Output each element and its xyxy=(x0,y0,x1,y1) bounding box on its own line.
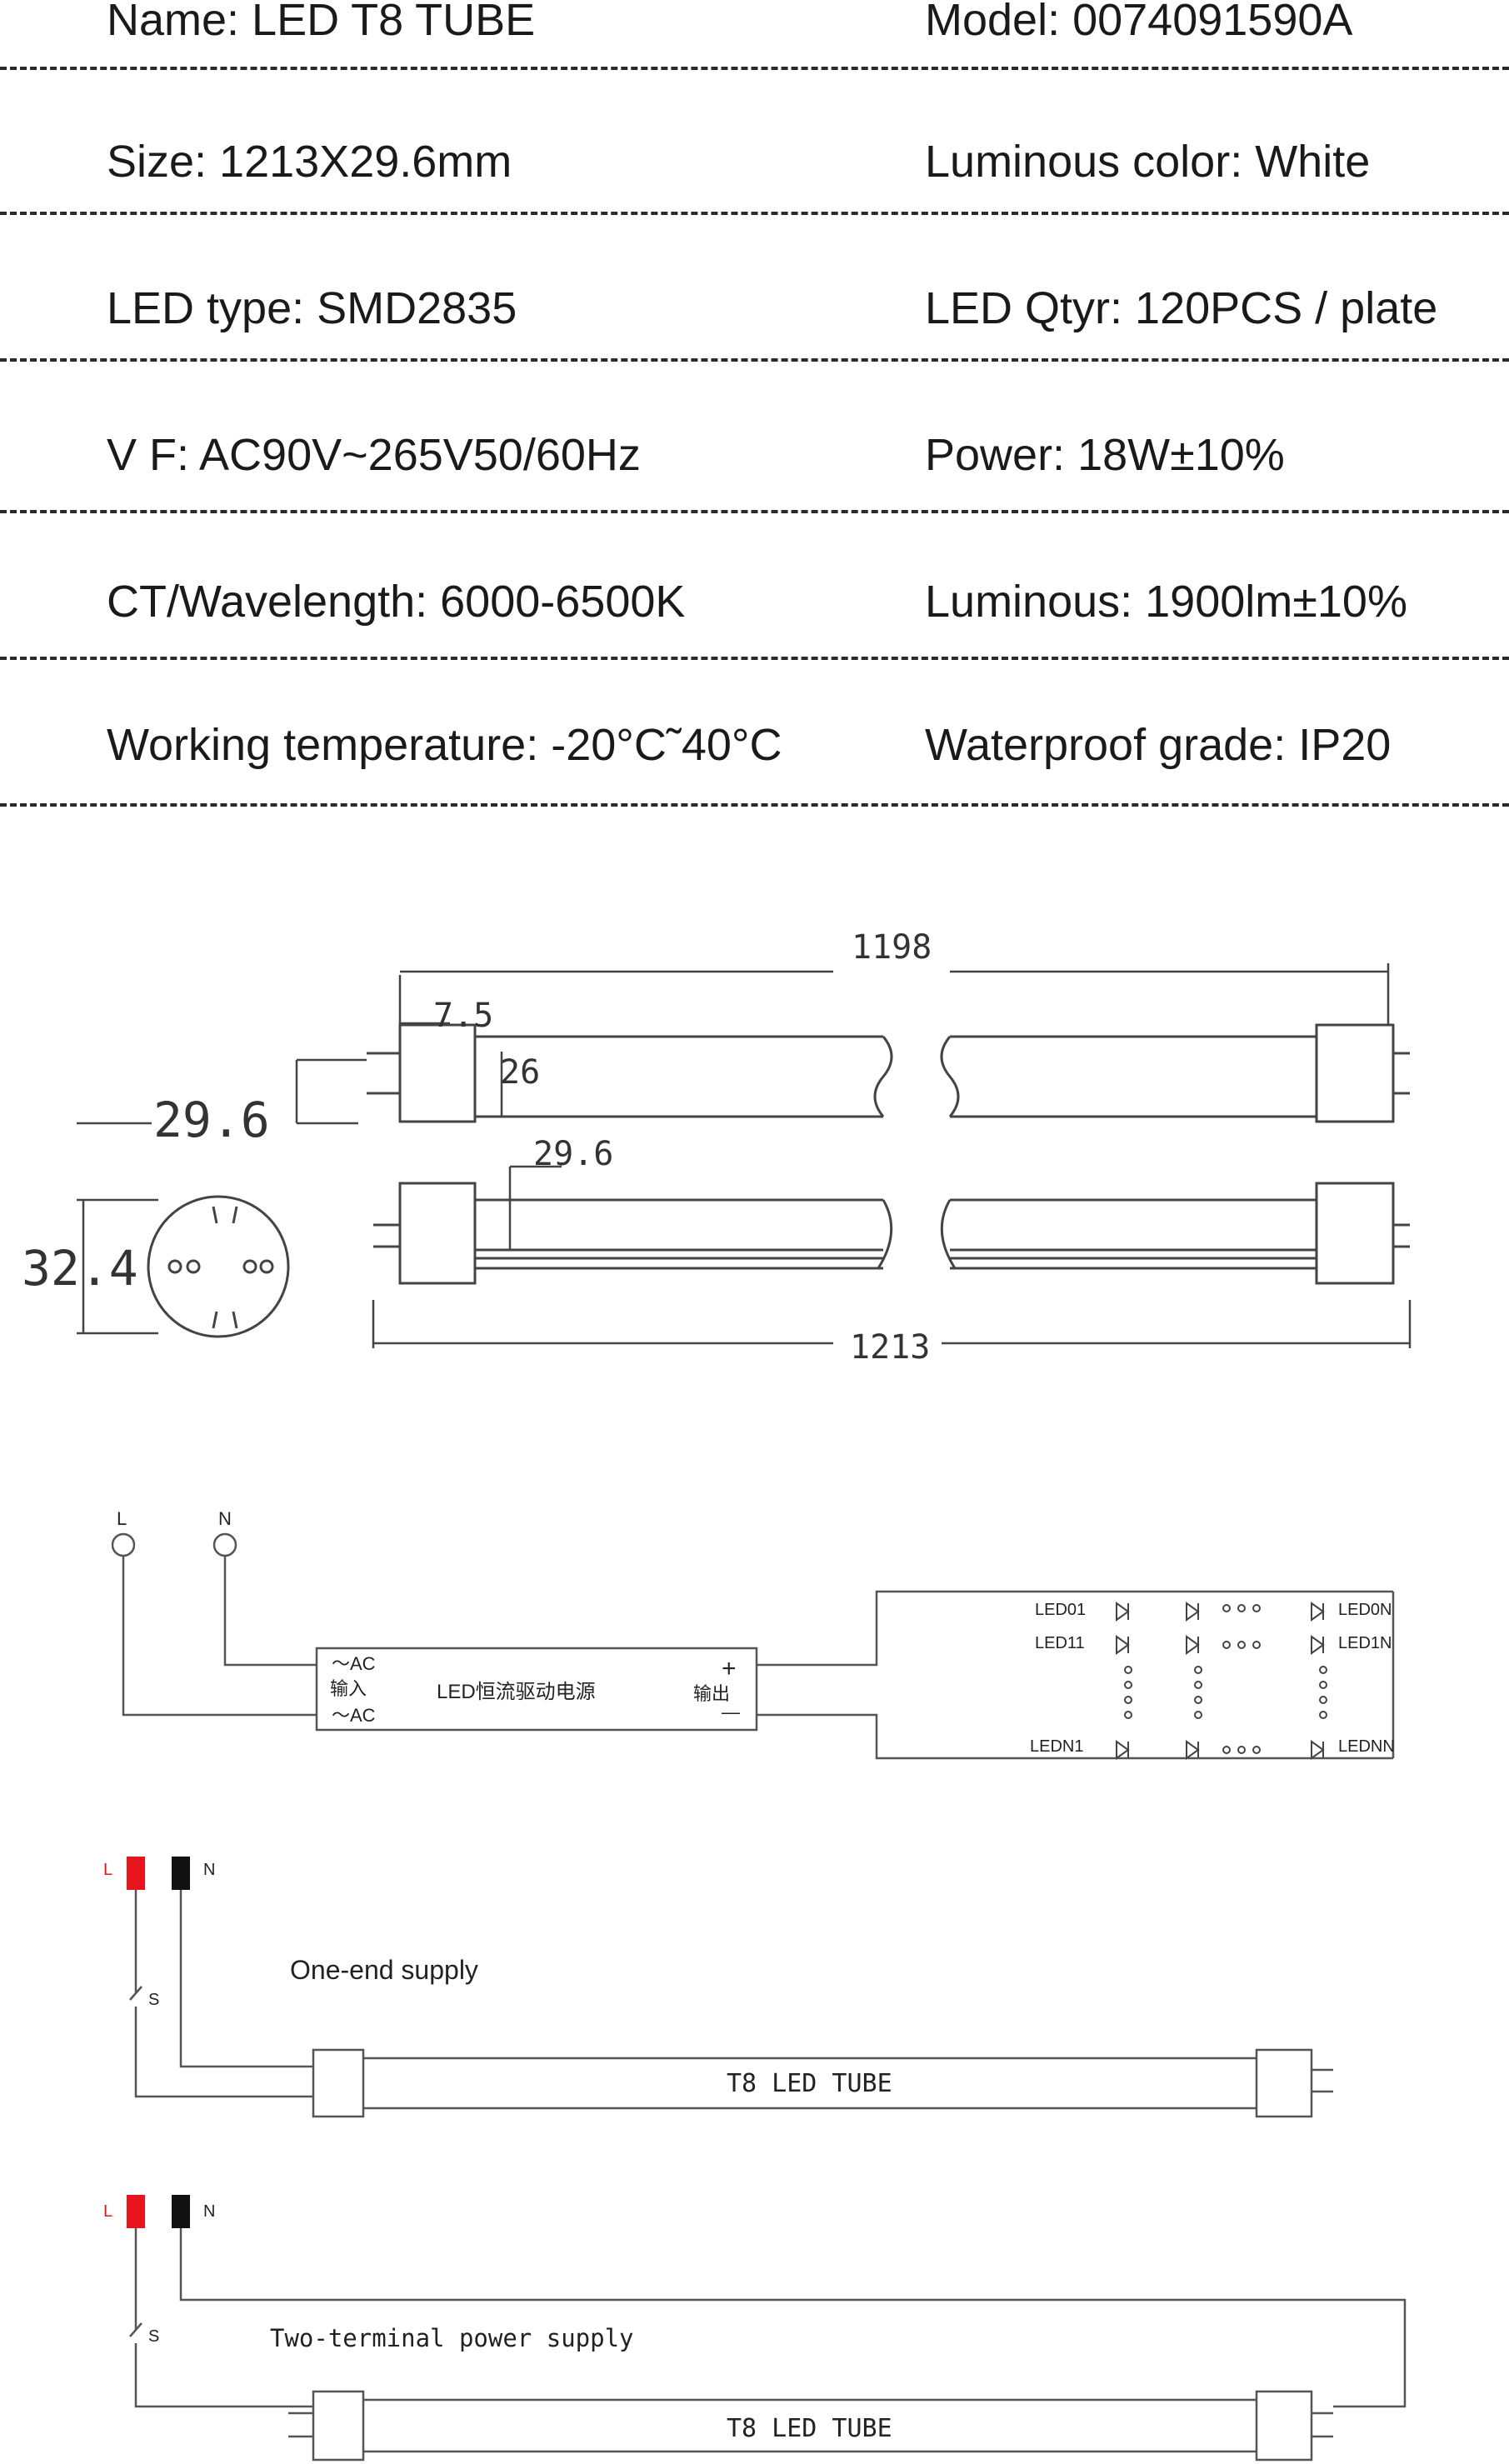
terminal-l: L xyxy=(117,1508,127,1529)
label-n: N xyxy=(203,2202,215,2221)
input-label: 输入 xyxy=(330,1678,367,1699)
spec-row-voltage: V F: AC90V~265V50/60Hz Power: 18W±10% xyxy=(0,358,1509,505)
label-n: N xyxy=(203,1861,215,1879)
spec-waterproof: Waterproof grade: IP20 xyxy=(925,720,1392,770)
tube-label: T8 LED TUBE xyxy=(727,2069,892,2098)
ellipsis-dots xyxy=(1124,1604,1327,1754)
input-ac-bottom: ～AC xyxy=(332,1705,376,1726)
switch-label: S xyxy=(148,2327,159,2346)
tube-label: T8 LED TUBE xyxy=(727,2414,892,2443)
spec-name: Name: LED T8 TUBE xyxy=(107,0,536,45)
led-1n-label: LED1N xyxy=(1338,1634,1392,1652)
spec-luminous: Luminous: 1900lm±10% xyxy=(925,577,1407,627)
live-terminal xyxy=(127,1857,145,1890)
dim-length-total: 1213 xyxy=(850,1328,930,1367)
spec-voltage: V F: AC90V~265V50/60Hz xyxy=(107,430,641,480)
two-terminal-wiring: L N S Two-terminal power supply T8 LED T… xyxy=(103,2195,1407,2462)
led-nn-label: LEDNN xyxy=(1338,1737,1395,1756)
spec-row-led-type: LED type: SMD2835 LED Qtyr: 120PCS / pla… xyxy=(0,212,1509,358)
output-minus: — xyxy=(722,1702,740,1722)
led-01-label: LED01 xyxy=(1035,1601,1086,1619)
led-row-1 xyxy=(1116,1635,1325,1655)
divider xyxy=(0,510,1509,513)
tube-end-view xyxy=(147,1195,290,1338)
spec-row-ct: CT/Wavelength: 6000-6500K Luminous: 1900… xyxy=(0,510,1509,657)
wiring-diagrams: L N ～AC 输入 ～AC LED恒流驱动电源 输出 + — LED01 LE… xyxy=(103,1508,1407,2462)
spec-size: Size: 1213X29.6mm xyxy=(107,137,512,187)
input-ac-top: ～AC xyxy=(332,1653,376,1674)
output-plus: + xyxy=(722,1655,737,1682)
driver-circuit xyxy=(111,1532,1395,1760)
dim-height: 32.4 xyxy=(22,1240,138,1297)
tube-side-view xyxy=(373,1182,1410,1285)
dimension-drawing: 1198 7.5 26 29.6 32.4 29.6 1213 xyxy=(22,928,1412,1367)
driver-label: LED恒流驱动电源 xyxy=(437,1681,596,1703)
neutral-terminal xyxy=(172,1857,190,1890)
led-0n-label: LED0N xyxy=(1338,1601,1392,1619)
two-terminal-title: Two-terminal power supply xyxy=(270,2324,634,2352)
output-label: 输出 xyxy=(693,1683,730,1704)
spec-luminous-color: Luminous color: White xyxy=(925,137,1371,187)
terminal-n: N xyxy=(218,1508,232,1529)
spec-ct: CT/Wavelength: 6000-6500K xyxy=(107,577,686,627)
one-end-title: One-end supply xyxy=(290,1955,478,1985)
divider xyxy=(0,657,1509,660)
spec-model: Model: 0074091590A xyxy=(925,0,1353,45)
dim-cap: 26 xyxy=(500,1053,540,1092)
dimension-lines xyxy=(77,963,1412,1348)
led-n1-label: LEDN1 xyxy=(1030,1737,1083,1756)
dim-diameter-top: 29.6 xyxy=(153,1092,270,1148)
spec-led-qty: LED Qtyr: 120PCS / plate xyxy=(925,283,1438,333)
divider xyxy=(0,803,1509,807)
live-terminal xyxy=(127,2195,145,2228)
spec-power: Power: 18W±10% xyxy=(925,430,1285,480)
dim-length-inner: 1198 xyxy=(852,928,932,967)
switch-label: S xyxy=(148,1991,159,2009)
spec-row-size: Size: 1213X29.6mm Luminous color: White xyxy=(0,67,1509,213)
spec-row-name: Name: LED T8 TUBE Model: 0074091590A xyxy=(0,0,1509,132)
divider xyxy=(0,67,1509,70)
led-row-0 xyxy=(1116,1602,1325,1622)
spec-temperature: Working temperature: -20°C˜40°C xyxy=(107,720,782,770)
tube-top-view xyxy=(367,1023,1410,1123)
one-end-wiring: L N S One-end supply T8 LED TUBE xyxy=(103,1857,1333,2118)
label-l: L xyxy=(103,2202,112,2221)
dim-diameter-side: 29.6 xyxy=(533,1135,613,1173)
spec-led-type: LED type: SMD2835 xyxy=(107,283,517,333)
spec-row-temperature: Working temperature: -20°C˜40°C Waterpro… xyxy=(0,657,1509,803)
led-array xyxy=(1116,1602,1327,1760)
divider xyxy=(0,358,1509,362)
neutral-terminal xyxy=(172,2195,190,2228)
label-l: L xyxy=(103,1861,112,1879)
divider xyxy=(0,212,1509,215)
dim-pin: 7.5 xyxy=(433,997,493,1035)
led-11-label: LED11 xyxy=(1035,1634,1085,1652)
led-row-n xyxy=(1116,1740,1325,1760)
